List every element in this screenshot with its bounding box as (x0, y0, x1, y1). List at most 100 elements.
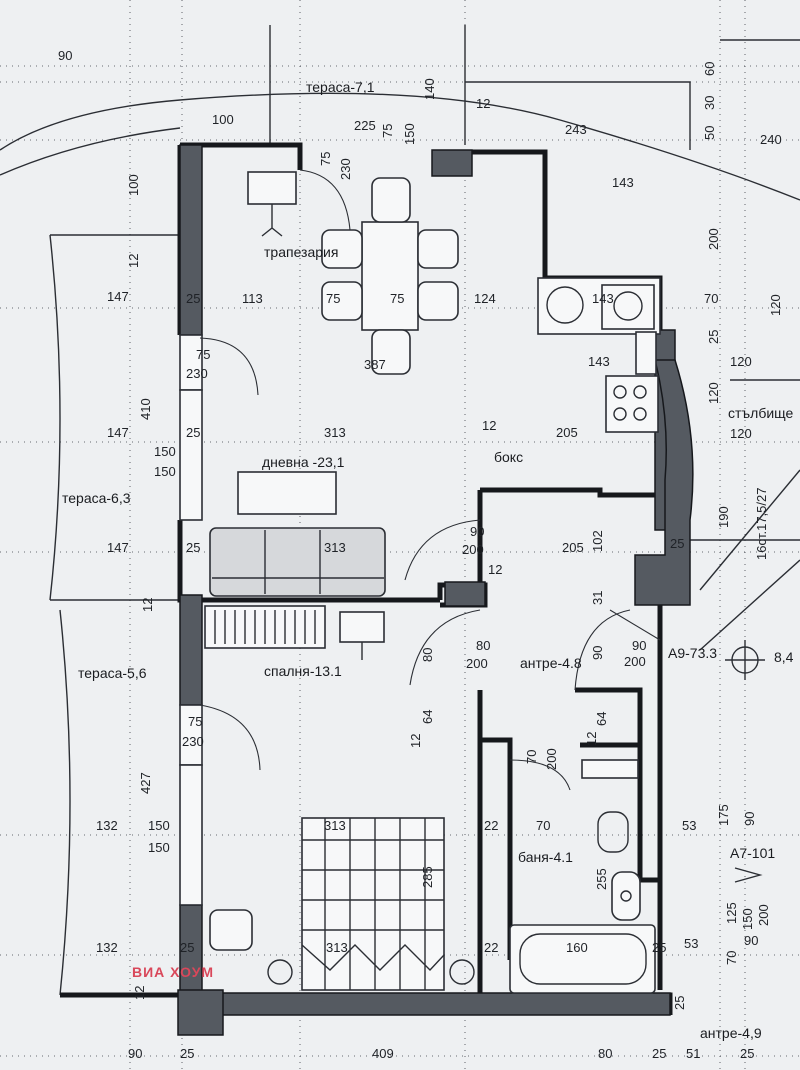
dim-label: 147 (107, 289, 129, 304)
dim-label: 150 (154, 444, 176, 459)
room-living: дневна -23,1 (262, 454, 345, 470)
dim-label: 150 (402, 123, 417, 145)
dim-label: 90 (58, 48, 72, 63)
dim-label: 12 (132, 986, 147, 1000)
dim-label: 12 (126, 254, 141, 268)
dim-label: 75 (188, 714, 202, 729)
dim-label: 427 (138, 772, 153, 794)
dim-label: 53 (684, 936, 698, 951)
dim-label: 205 (562, 540, 584, 555)
dim-label: 313 (324, 818, 346, 833)
dim-label: 70 (704, 291, 718, 306)
room-bedroom: спалня-13.1 (264, 663, 342, 679)
dim-label: 12 (476, 96, 490, 111)
dim-label: 120 (730, 426, 752, 441)
dim-label: 25 (670, 536, 684, 551)
watermark-logo: ВИА ХОУМ (132, 964, 214, 980)
dim-label: 124 (474, 291, 496, 306)
dim-label: 25 (186, 425, 200, 440)
dim-label: 12 (482, 418, 496, 433)
apartment-a8-partial: 8,4 (774, 649, 794, 665)
dim-label: 80 (420, 648, 435, 662)
dim-label: 75 (326, 291, 340, 306)
dim-label: 70 (524, 750, 539, 764)
dim-label: 240 (760, 132, 782, 147)
dim-label: 60 (702, 62, 717, 76)
dim-label: 132 (96, 940, 118, 955)
room-kitchen-box: бокс (494, 449, 523, 465)
dim-label: 387 (364, 357, 386, 372)
dim-label: 125 (724, 902, 739, 924)
dim-label: 25 (180, 1046, 194, 1061)
dim-label: 25 (706, 330, 721, 344)
dim-label: 313 (324, 540, 346, 555)
dim-label: 75 (380, 124, 395, 138)
dim-label: 22 (484, 940, 498, 955)
dim-label: 70 (724, 951, 739, 965)
room-terrace-left-1: тераса-6,3 (62, 490, 131, 506)
dim-label: 200 (466, 656, 488, 671)
dim-label: 143 (588, 354, 610, 369)
dim-label: 64 (594, 712, 609, 726)
dim-label: 16ст.17,5/27 (754, 488, 769, 560)
dim-label: 143 (592, 291, 614, 306)
furniture (204, 171, 765, 994)
dim-label: 205 (556, 425, 578, 440)
dim-label: 102 (590, 530, 605, 552)
dim-label: 410 (138, 398, 153, 420)
room-hall-bottom: антре-4,9 (700, 1025, 762, 1041)
dim-label: 100 (212, 112, 234, 127)
dim-label: 50 (702, 126, 717, 140)
dim-label: 12 (140, 598, 155, 612)
dim-label: 150 (148, 818, 170, 833)
dim-label: 230 (182, 734, 204, 749)
dim-label: 132 (96, 818, 118, 833)
dim-label: 175 (716, 804, 731, 826)
room-terrace-top: тераса-7,1 (306, 79, 375, 95)
dim-label: 25 (652, 940, 666, 955)
dim-label: 70 (536, 818, 550, 833)
dim-label: 200 (462, 542, 484, 557)
dim-label: 25 (652, 1046, 666, 1061)
room-dining: трапезария (264, 244, 338, 260)
dimension-labels: 90 100 225 75 150 140 12 243 240 60 30 5… (58, 48, 783, 1061)
room-terrace-left-2: тераса-5,6 (78, 665, 147, 681)
dim-label: 12 (408, 734, 423, 748)
room-hall: антре-4.8 (520, 655, 582, 671)
dim-label: 255 (594, 868, 609, 890)
dim-label: 100 (126, 174, 141, 196)
dim-label: 150 (148, 840, 170, 855)
dim-label: 22 (484, 818, 498, 833)
dim-label: 285 (420, 866, 435, 888)
dim-label: 80 (476, 638, 490, 653)
apartment-a9: А9-73.3 (668, 645, 717, 661)
dim-label: 225 (354, 118, 376, 133)
dim-label: 90 (590, 646, 605, 660)
dim-label: 75 (390, 291, 404, 306)
dim-label: 25 (180, 940, 194, 955)
dim-label: 150 (154, 464, 176, 479)
dim-label: 200 (624, 654, 646, 669)
dim-label: 90 (470, 524, 484, 539)
dim-label: 120 (706, 382, 721, 404)
dim-label: 200 (706, 228, 721, 250)
dim-label: 30 (702, 96, 717, 110)
dim-label: 200 (756, 904, 771, 926)
dim-label: 75 (318, 152, 333, 166)
dim-label: 90 (744, 933, 758, 948)
dim-label: 147 (107, 540, 129, 555)
dim-label: 409 (372, 1046, 394, 1061)
dim-label: 75 (196, 347, 210, 362)
dim-label: 25 (740, 1046, 754, 1061)
dim-label: 160 (566, 940, 588, 955)
terrace-outlines (0, 25, 800, 996)
dim-label: 143 (612, 175, 634, 190)
dim-label: 51 (686, 1046, 700, 1061)
dim-label: 90 (128, 1046, 142, 1061)
room-labels: тераса-7,1 трапезария дневна -23,1 бокс … (62, 79, 794, 1041)
dim-label: 313 (324, 425, 346, 440)
dim-label: 64 (420, 710, 435, 724)
dim-label: 243 (565, 122, 587, 137)
dim-label: 53 (682, 818, 696, 833)
